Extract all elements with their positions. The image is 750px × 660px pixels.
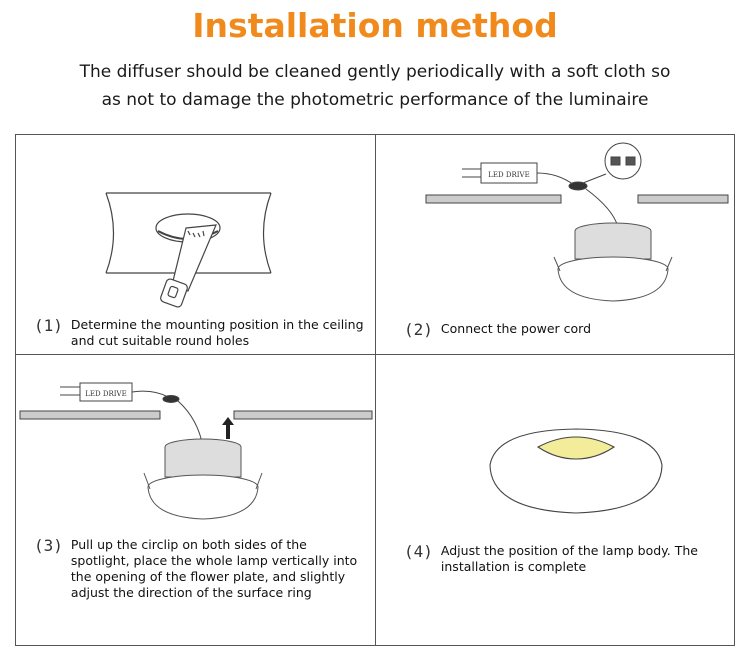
- subtitle-line-2: as not to damage the photometric perform…: [101, 90, 649, 110]
- step-1-text: Determine the mounting position in the c…: [70, 317, 364, 348]
- step-2-text: Connect the power cord: [440, 321, 592, 336]
- step-4-text: Adjust the position of the lamp body. Th…: [440, 543, 698, 574]
- step-3: (3) Pull up the circlip on both sides of…: [34, 537, 364, 601]
- page-subtitle: The diffuser should be cleaned gently pe…: [20, 58, 730, 114]
- step4-illustration: [489, 428, 663, 514]
- ceiling-panel-left: [19, 410, 161, 420]
- step-4-number: (4): [404, 542, 433, 561]
- step1-illustration: [105, 192, 272, 308]
- grid-divider-vertical: [375, 135, 376, 645]
- led-driver-label: LED DRIVE: [85, 390, 126, 398]
- led-driver-label: LED DRIVE: [488, 171, 529, 179]
- step-1: (1) Determine the mounting position in t…: [34, 317, 364, 349]
- step-1-number: (1): [34, 316, 63, 335]
- ceiling-panel-left: [425, 194, 562, 204]
- ceiling-panel-right: [233, 410, 373, 420]
- step-3-text: Pull up the circlip on both sides of the…: [70, 537, 358, 600]
- step-3-number: (3): [34, 536, 63, 555]
- page-title: Installation method: [192, 6, 558, 45]
- step-4: (4) Adjust the position of the lamp body…: [404, 543, 724, 575]
- ceiling-panel-right: [637, 194, 729, 204]
- step-2-number: (2): [404, 320, 433, 339]
- arrow-up-icon: [222, 417, 234, 439]
- step-2: (2) Connect the power cord: [404, 321, 724, 338]
- step3-illustration: LED DRIVE: [19, 382, 373, 520]
- subtitle-line-1: The diffuser should be cleaned gently pe…: [79, 62, 671, 82]
- installation-steps-grid: (1) Determine the mounting position in t…: [15, 134, 735, 646]
- step2-illustration: LED DRIVE: [425, 142, 729, 302]
- grid-divider-horizontal: [16, 354, 734, 355]
